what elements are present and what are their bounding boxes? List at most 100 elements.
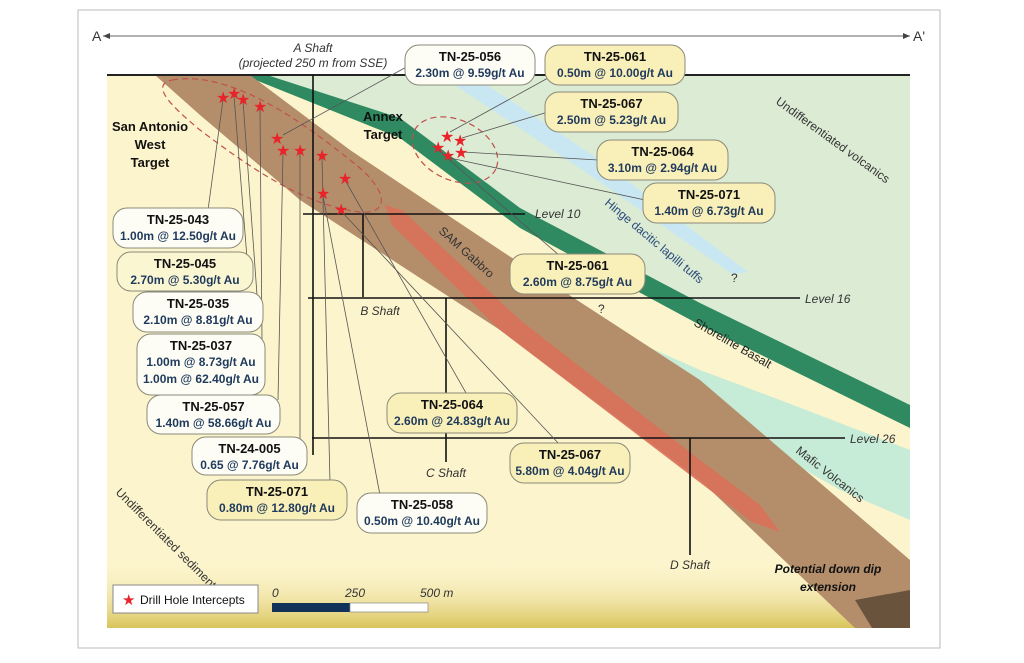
b-shaft-label: B Shaft <box>360 304 400 318</box>
star-icon: ★ <box>440 129 454 146</box>
label-line: extension <box>800 580 856 594</box>
drill-hole-id: TN-25-045 <box>154 256 216 271</box>
callout-15: TN-25-061 2.60m @ 8.75g/t Au <box>509 253 646 295</box>
callout-box <box>112 207 244 249</box>
intercept-value: 5.80m @ 4.04g/t Au <box>515 464 624 478</box>
callout-box <box>146 394 281 435</box>
callout-0: TN-25-056 2.30m @ 9.59g/t Au <box>404 44 536 86</box>
callout-box <box>386 392 518 434</box>
intercept-value: 1.40m @ 6.73g/t Au <box>654 204 763 218</box>
scale-bar: 0 250 500 m <box>272 586 453 613</box>
intercept-value: 0.50m @ 10.00g/t Au <box>557 66 673 80</box>
callout-box <box>509 442 631 484</box>
scale-tick: 0 <box>272 586 279 600</box>
drill-hole-id: TN-25-061 <box>546 258 608 273</box>
callout-box <box>132 291 264 333</box>
star-icon: ★ <box>270 131 284 148</box>
drill-hole-id: TN-25-057 <box>182 399 244 414</box>
tuff-unit <box>440 75 748 274</box>
star-icon: ★ <box>227 86 241 103</box>
callout-box <box>544 44 686 86</box>
scale-tick: 250 <box>344 586 365 600</box>
legend-box <box>112 584 259 614</box>
intercept-value: 1.00m @ 62.40g/t Au <box>143 372 259 386</box>
label-line: Target <box>364 127 403 142</box>
callout-6: TN-25-045 2.70m @ 5.30g/t Au <box>116 251 254 292</box>
label-line: San Antonio <box>112 119 188 134</box>
intercept-value: 1.00m @ 12.50g/t Au <box>120 229 236 243</box>
label-line: Target <box>131 155 170 170</box>
intercept-value: 0.50m @ 10.40g/t Au <box>364 514 480 528</box>
annex-label: Annex Target <box>363 109 404 142</box>
drill-hole-id: TN-25-067 <box>580 96 642 111</box>
scale-tick: 500 m <box>420 586 453 600</box>
scale-segment-dark <box>272 603 350 612</box>
intercept-value: 0.65 @ 7.76g/t Au <box>200 458 299 472</box>
callout-7: TN-25-035 2.10m @ 8.81g/t Au <box>132 291 264 333</box>
intercept-value: 2.10m @ 8.81g/t Au <box>143 313 252 327</box>
section-end-a: A <box>92 28 102 44</box>
intercept-value: 2.70m @ 5.30g/t Au <box>130 273 239 287</box>
callout-box <box>116 251 254 292</box>
label-line: Potential down dip <box>775 562 882 576</box>
a-shaft-note: (projected 250 m from SSE) <box>239 56 388 70</box>
star-icon: ★ <box>454 145 468 162</box>
callout-box <box>509 253 646 295</box>
arrow-left-icon <box>103 33 110 39</box>
down-dip-arrow <box>385 205 780 532</box>
callout-8: TN-25-037 1.00m @ 8.73g/t Au 1.00m @ 62.40… <box>136 333 266 396</box>
drill-hole-id: TN-25-064 <box>421 397 484 412</box>
callout-box <box>191 436 308 476</box>
intercept-value: 1.00m @ 8.73g/t Au <box>146 355 255 369</box>
level-16-label: Level 16 <box>805 292 851 306</box>
callouts: TN-25-056 2.30m @ 9.59g/t Au TN-25-061 0.50… <box>112 44 776 534</box>
question-mark: ? <box>731 271 738 285</box>
intercept-value: 0.80m @ 12.80g/t Au <box>219 501 335 515</box>
intercept-value: 3.10m @ 2.94g/t Au <box>608 161 717 175</box>
callout-box <box>356 492 488 534</box>
legend-label: Drill Hole Intercepts <box>140 593 245 607</box>
scale-segment-light <box>349 602 429 613</box>
star-icon: ★ <box>236 92 250 109</box>
star-icon: ★ <box>316 186 330 203</box>
volcanics-unit <box>267 75 910 405</box>
san-antonio-target-outline <box>162 78 382 213</box>
star-icon: ★ <box>334 202 348 219</box>
drill-hole-id: TN-25-035 <box>167 296 229 311</box>
callout-box <box>404 44 536 86</box>
intercept-value: 2.30m @ 9.59g/t Au <box>415 66 524 80</box>
downdip-label: Potential down dip extension <box>775 562 882 594</box>
callout-box <box>596 139 729 181</box>
callout-box <box>544 91 679 133</box>
drill-hole-id: TN-25-061 <box>584 49 646 64</box>
san-antonio-label: San Antonio West Target <box>112 119 188 170</box>
drill-hole-id: TN-25-056 <box>439 49 501 64</box>
star-icon: ★ <box>441 148 455 165</box>
drill-hole-intercepts: ★★★★★★★★★★★★★★★★ <box>216 86 468 219</box>
basalt-unit <box>243 75 910 428</box>
cream-strip <box>600 318 910 445</box>
leader-lines <box>207 64 646 496</box>
star-icon: ★ <box>431 140 445 157</box>
callout-box <box>642 182 776 224</box>
drill-hole-id: TN-25-043 <box>147 212 209 227</box>
section-end-a-prime: A' <box>913 28 925 44</box>
drill-hole-id: TN-25-037 <box>170 338 232 353</box>
callout-1: TN-25-061 0.50m @ 10.00g/t Au <box>544 44 686 86</box>
label-line: Annex <box>363 109 404 124</box>
level-26-label: Level 26 <box>850 432 896 446</box>
annex-target-outline <box>411 116 499 184</box>
intercept-value: 2.60m @ 8.75g/t Au <box>523 275 632 289</box>
c-shaft-label: C Shaft <box>426 466 467 480</box>
gabbro-base <box>855 590 910 628</box>
star-icon: ★ <box>338 171 352 188</box>
level-10-label: Level 10 <box>535 207 581 221</box>
drill-hole-id: TN-25-058 <box>391 497 453 512</box>
